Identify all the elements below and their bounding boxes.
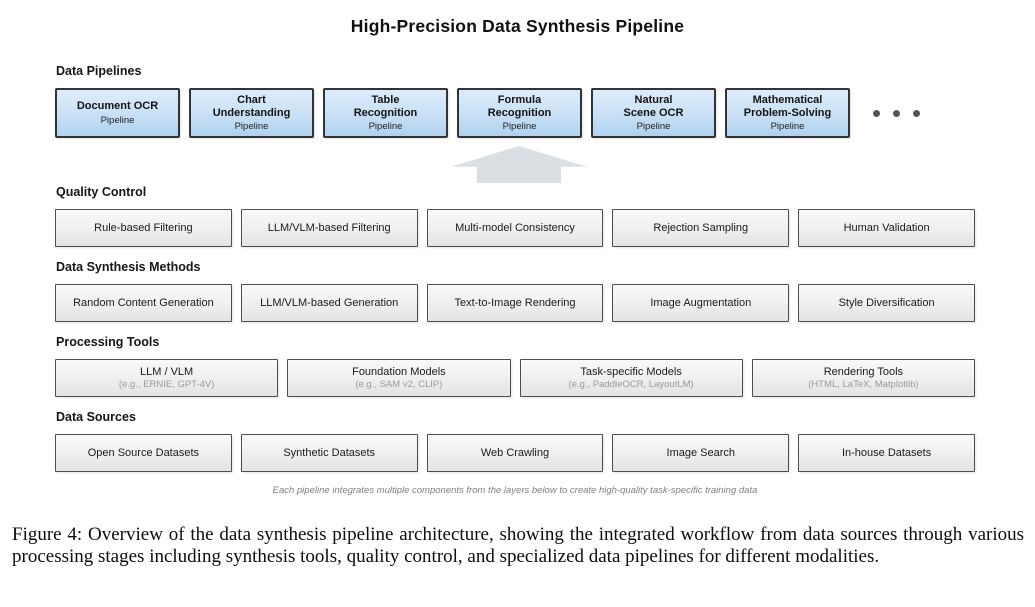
dsm-box-random-content-generation: Random Content Generation (55, 284, 232, 322)
pipeline-box-document-ocr: Document OCR Pipeline (55, 88, 180, 138)
layer-label-data-sources: Data Sources (56, 410, 136, 424)
pipeline-box-title: Formula Recognition (487, 93, 552, 119)
tool-box-title: Rendering Tools (823, 365, 904, 378)
processing-tools-row: LLM / VLM (e.g., ERNIE, GPT-4V) Foundati… (55, 359, 975, 397)
data-sources-row: Open Source Datasets Synthetic Datasets … (55, 434, 975, 472)
pipeline-box-chart-understanding: Chart Understanding Pipeline (189, 88, 314, 138)
pipeline-box-title: Mathematical Problem-Solving (743, 93, 832, 119)
qc-box-rule-based-filtering: Rule-based Filtering (55, 209, 232, 247)
pipeline-box-title: Natural Scene OCR (623, 93, 684, 119)
pipeline-box-title: Document OCR (76, 100, 159, 113)
qc-box-multi-model-consistency: Multi-model Consistency (426, 209, 604, 247)
pipeline-box-table-recognition: Table Recognition Pipeline (323, 88, 448, 138)
pipeline-box-subtitle: Pipeline (636, 121, 671, 133)
quality-control-row: Rule-based Filtering LLM/VLM-based Filte… (55, 209, 975, 247)
dsm-box-style-diversification: Style Diversification (798, 284, 975, 322)
diagram-title: High-Precision Data Synthesis Pipeline (350, 16, 685, 36)
data-synthesis-methods-row: Random Content Generation LLM/VLM-based … (55, 284, 975, 322)
pt-box-rendering-tools: Rendering Tools (HTML, LaTeX, Matplotlib… (751, 359, 975, 397)
qc-box-rejection-sampling: Rejection Sampling (612, 209, 790, 247)
ds-box-synthetic-datasets: Synthetic Datasets (240, 434, 418, 472)
tool-box-subtitle: (e.g., SAM v2, CLIP) (355, 379, 443, 391)
ds-box-image-search: Image Search (612, 434, 790, 472)
pipeline-box-subtitle: Pipeline (770, 121, 805, 133)
ds-box-in-house-datasets: In-house Datasets (798, 434, 975, 472)
tool-box-subtitle: (e.g., ERNIE, GPT-4V) (118, 379, 215, 391)
pipeline-box-mathematical-problem-solving: Mathematical Problem-Solving Pipeline (725, 88, 850, 138)
dot-icon (872, 109, 880, 117)
tool-box-title: Task-specific Models (580, 365, 682, 378)
figure-caption: Figure 4: Overview of the data synthesis… (12, 524, 1024, 567)
layer-label-processing-tools: Processing Tools (56, 335, 160, 349)
dsm-box-image-augmentation: Image Augmentation (612, 284, 790, 322)
dot-icon (912, 109, 920, 117)
layer-label-quality-control: Quality Control (56, 185, 147, 199)
dsm-box-text-to-image-rendering: Text-to-Image Rendering (426, 284, 604, 322)
pipeline-box-natural-scene-ocr: Natural Scene OCR Pipeline (591, 88, 716, 138)
pipeline-box-formula-recognition: Formula Recognition Pipeline (457, 88, 582, 138)
tool-box-subtitle: (e.g., PaddleOCR, LayoutLM) (568, 379, 694, 391)
pipeline-box-subtitle: Pipeline (100, 114, 135, 126)
pipeline-box-title: Table Recognition (353, 93, 418, 119)
data-pipelines-row: Document OCR Pipeline Chart Understandin… (55, 88, 975, 138)
pipeline-box-subtitle: Pipeline (234, 121, 269, 133)
ds-box-open-source-datasets: Open Source Datasets (55, 434, 232, 472)
pt-box-llm-vlm: LLM / VLM (e.g., ERNIE, GPT-4V) (55, 359, 279, 397)
qc-box-human-validation: Human Validation (798, 209, 975, 247)
pt-box-task-specific-models: Task-specific Models (e.g., PaddleOCR, L… (519, 359, 743, 397)
up-arrow-icon (451, 146, 587, 183)
ds-box-web-crawling: Web Crawling (426, 434, 604, 472)
layer-label-data-synthesis-methods: Data Synthesis Methods (56, 260, 201, 274)
dsm-box-llm-vlm-based-generation: LLM/VLM-based Generation (240, 284, 418, 322)
layer-label-data-pipelines: Data Pipelines (56, 64, 142, 78)
pt-box-foundation-models: Foundation Models (e.g., SAM v2, CLIP) (287, 359, 511, 397)
diagram-footnote: Each pipeline integrates multiple compon… (272, 485, 758, 496)
tool-box-title: Foundation Models (352, 365, 446, 378)
tool-box-subtitle: (HTML, LaTeX, Matplotlib) (808, 379, 919, 391)
pipeline-box-subtitle: Pipeline (368, 121, 403, 133)
tool-box-title: LLM / VLM (140, 365, 194, 378)
more-pipelines-ellipsis-icon (859, 88, 975, 138)
pipeline-box-subtitle: Pipeline (502, 121, 537, 133)
pipeline-box-title: Chart Understanding (212, 93, 291, 119)
dot-icon (892, 109, 900, 117)
qc-box-llm-vlm-based-filtering: LLM/VLM-based Filtering (240, 209, 418, 247)
